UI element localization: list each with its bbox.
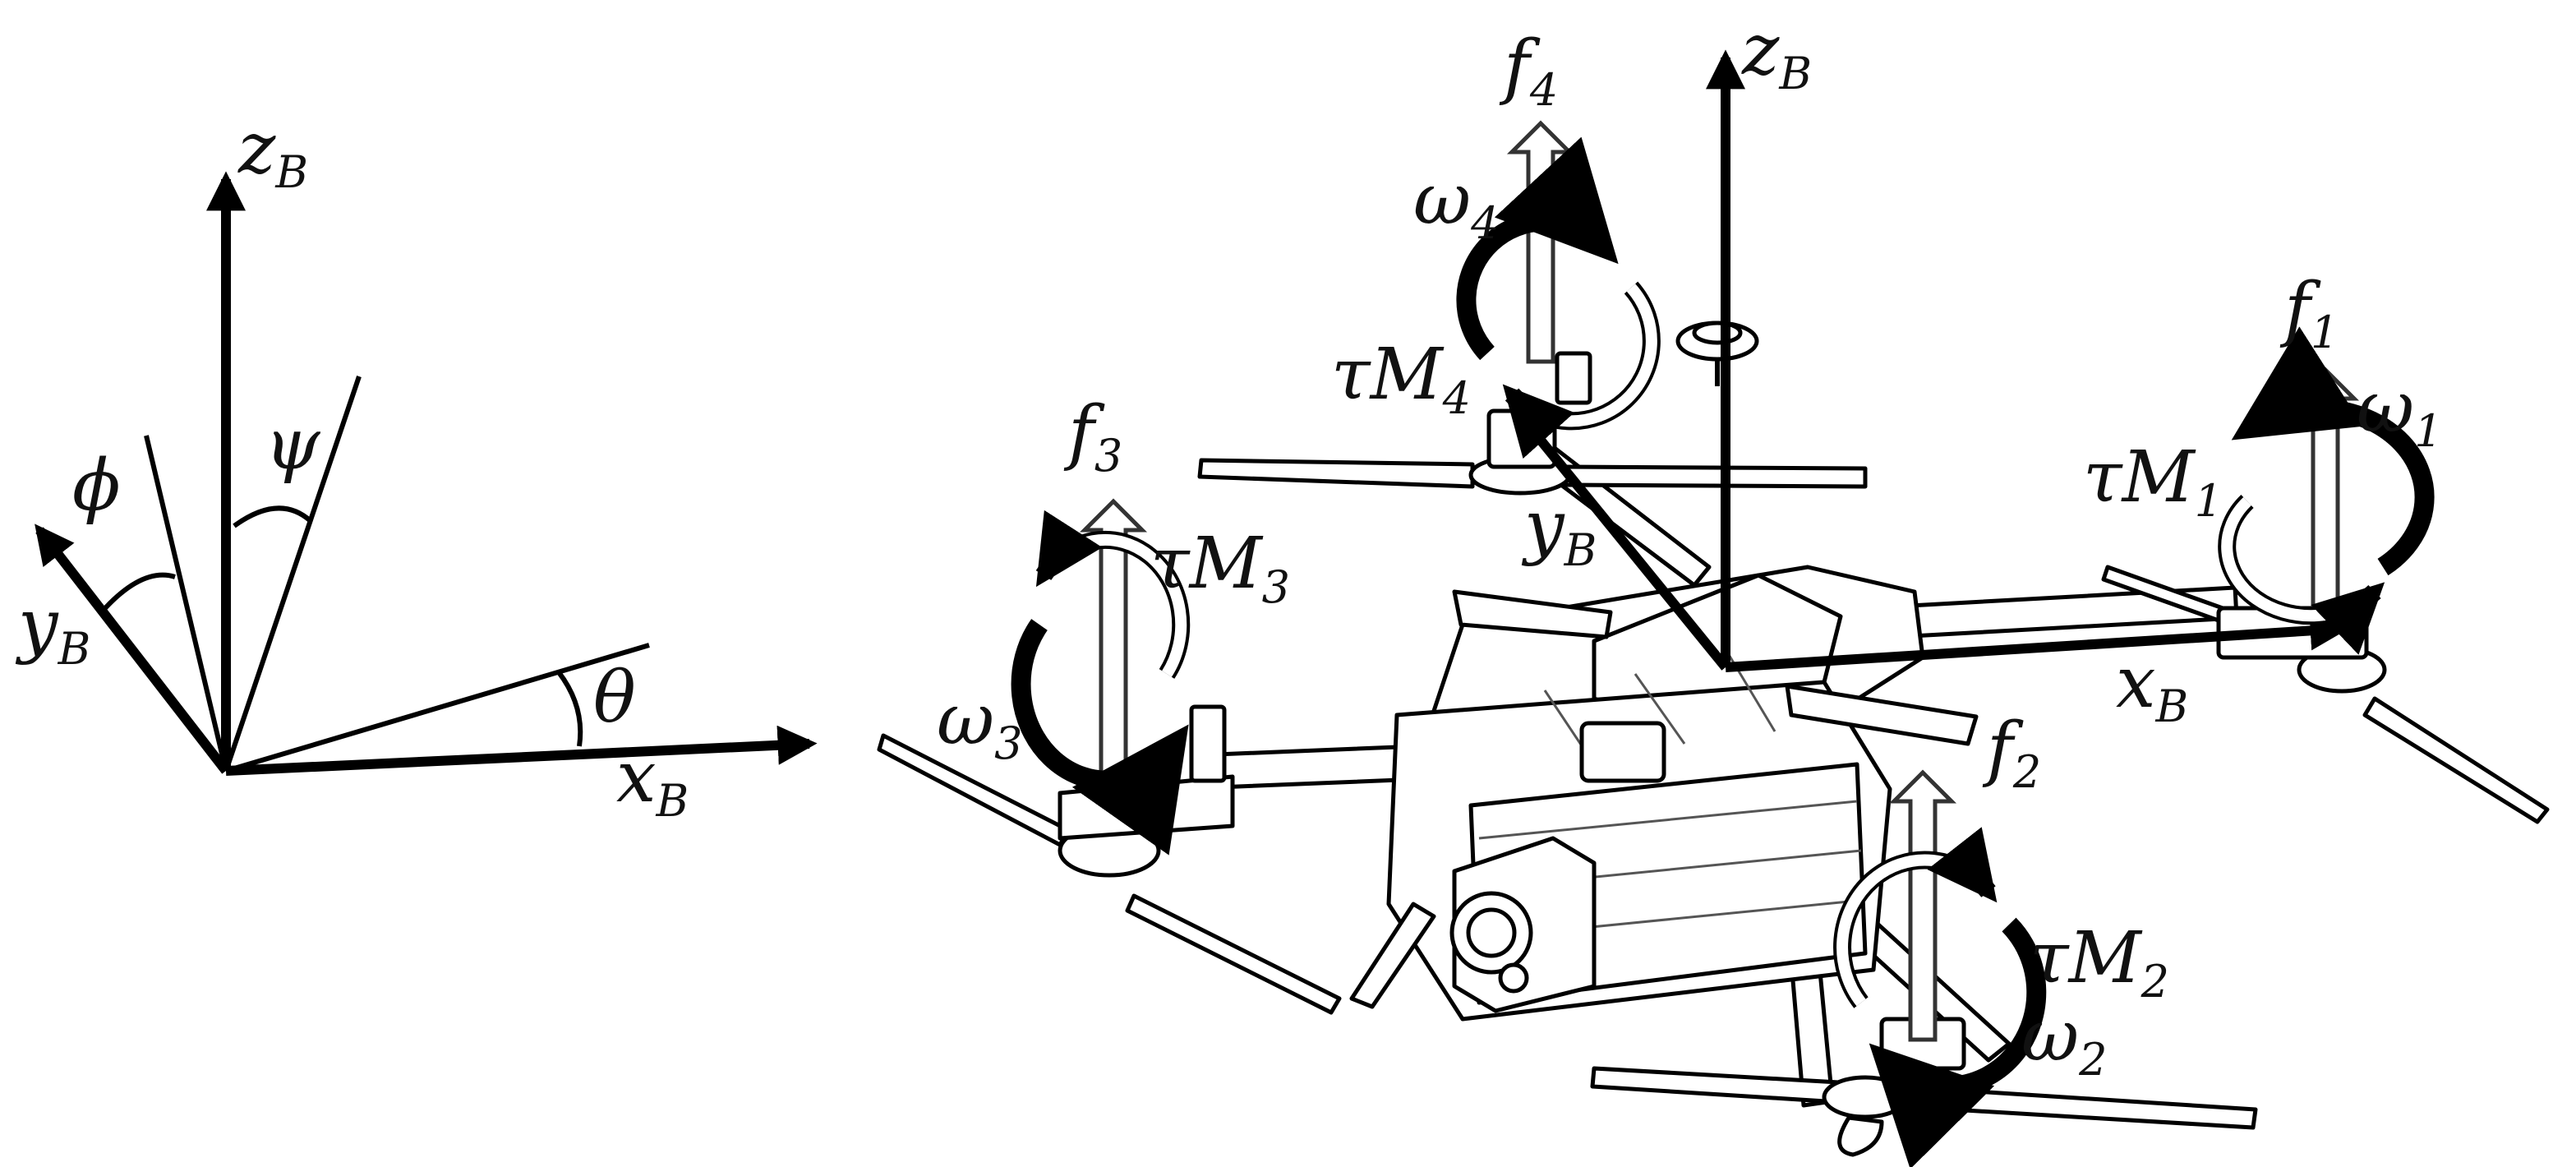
x-axis (225, 725, 818, 776)
rotated-axis-theta (225, 643, 650, 773)
omega-3-arrow (1011, 619, 1189, 856)
omega-4-arrow (1456, 136, 1619, 361)
y-axis (35, 524, 230, 774)
tauM1-label: τM1 (2083, 436, 2223, 527)
f3-label: f3 (1063, 391, 1122, 482)
psi-arc (233, 505, 312, 528)
omega-2-arrow (1869, 917, 2047, 1167)
rotor-labels: f1 ω1 τM1 f2 τM2 ω2 f3 τM3 ω3 f4 ω4 τM4 (937, 25, 2443, 1086)
z-label: zB (237, 108, 308, 198)
drone-x-axis (1725, 611, 2350, 672)
y-label: yB (15, 584, 90, 675)
rotated-axis-phi (144, 435, 228, 772)
tauM2-label: τM2 (2030, 917, 2169, 1008)
x-label: xB (616, 736, 689, 827)
theta-arc (556, 671, 583, 747)
omega1-label: ω1 (2357, 367, 2443, 457)
blade-side-left (1452, 589, 1613, 639)
tauM4-label: τM4 (1331, 334, 1471, 424)
gps-puck (1675, 321, 1759, 386)
torque-2-arrow (1836, 827, 1998, 1007)
rotated-axis-psi (223, 376, 362, 772)
psi-label: ψ (265, 404, 321, 486)
drone-illustration (877, 321, 2550, 1157)
thrust-arrow-2 (1888, 769, 1957, 1042)
rotation-arrows (1011, 136, 2435, 1167)
f4-label: f4 (1499, 25, 1558, 116)
theta-label: θ (593, 657, 636, 739)
f2-label: f2 (1982, 708, 2041, 798)
omega4-label: ω4 (1413, 159, 1500, 249)
f1-label: f1 (2279, 268, 2339, 358)
thrust-arrow-4 (1506, 120, 1575, 364)
euler-frame: zB yB xB ϕ ψ θ (15, 108, 818, 827)
tauM3-label: τM3 (1150, 523, 1290, 613)
omega2-label: ω2 (2021, 995, 2108, 1086)
torque-3-arrow (1035, 510, 1187, 677)
blade-side-right (1785, 684, 1979, 746)
drone-body-frame: zB yB xB (1514, 9, 2350, 732)
drone-y-label: yB (1521, 486, 1597, 576)
omega3-label: ω3 (937, 679, 1023, 769)
phi-label: ϕ (72, 445, 121, 527)
torque-1-arrow (2221, 496, 2385, 655)
drone-z-label: zB (1741, 9, 1812, 99)
torque-4-arrow (1502, 284, 1657, 459)
omega-1-arrow (2231, 326, 2435, 576)
phi-arc (103, 572, 176, 611)
drone-x-label: xB (2116, 642, 2188, 732)
